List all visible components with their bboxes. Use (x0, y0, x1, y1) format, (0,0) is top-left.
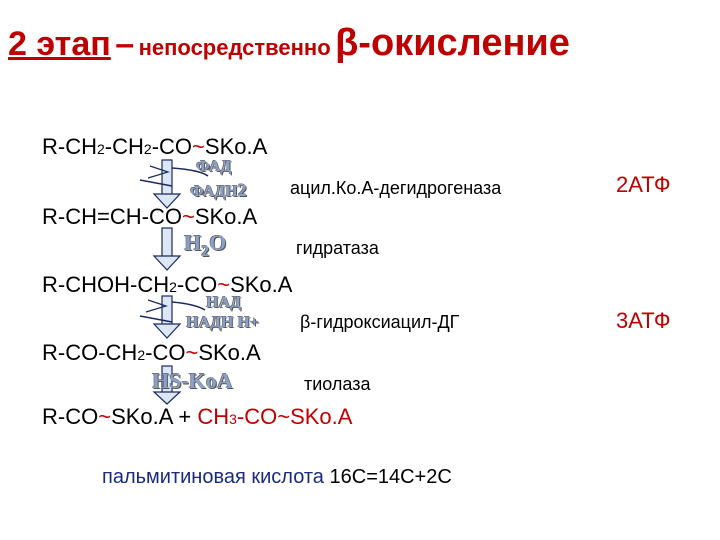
palmitic-acid-label: пальмитиновая кислота (102, 466, 324, 488)
arrow-step-1 (139, 159, 209, 209)
atp-yield-1: 2АТФ (616, 172, 671, 197)
enzyme-hydratase: гидратаза (296, 238, 379, 258)
cofactor-hs-coa: HS-KoA (152, 368, 233, 393)
formula-ketoacyl-coa: R-CO-CH2-CO~SKo.A (42, 340, 261, 365)
cofactor-nadh: НАДН Н+ (186, 314, 260, 331)
carbon-balance: 16С=14С+2С (329, 466, 452, 488)
title-directly: непосредственно (138, 35, 331, 60)
title-beta-oxidation: β-окисление (335, 22, 570, 64)
formula-enoyl-coa: R-CH=CH-CO~SKo.A (42, 204, 258, 229)
title-stage: 2 этап (8, 25, 111, 63)
atp-yield-2: 3АТФ (616, 308, 671, 333)
formula-hydroxyacyl-coa: R-CHOH-CH2-CO~SKo.A (42, 272, 293, 297)
enzyme-acyl-coa-dehydrogenase: ацил.Ко.А-дегидрогеназа (290, 178, 502, 198)
enzyme-hydroxyacyl-dh: β-гидроксиацил-ДГ (300, 312, 460, 332)
title-dash: – (115, 25, 135, 63)
cofactor-nad: НАД (206, 294, 242, 311)
arrow-step-3 (139, 295, 206, 339)
formula-acyl-coa: R-CH2-CH2-CO~SKo.A (42, 134, 268, 159)
cofactor-fad: ФАД (196, 158, 232, 175)
cofactor-fadh2: ФАДН2 (190, 180, 247, 200)
cofactor-water: H2O (184, 230, 227, 260)
arrow-step-2 (152, 227, 182, 271)
arrow-step-4 (152, 365, 182, 405)
page-title: 2 этап – непосредственно β-окисление (8, 22, 570, 65)
palmitic-acid-note: пальмитиновая кислота 16С=14С+2С (102, 466, 452, 489)
formula-products: R-CO~SKo.A + CH3-CO~SKo.A (42, 404, 353, 429)
enzyme-thiolase: тиолаза (304, 374, 371, 394)
